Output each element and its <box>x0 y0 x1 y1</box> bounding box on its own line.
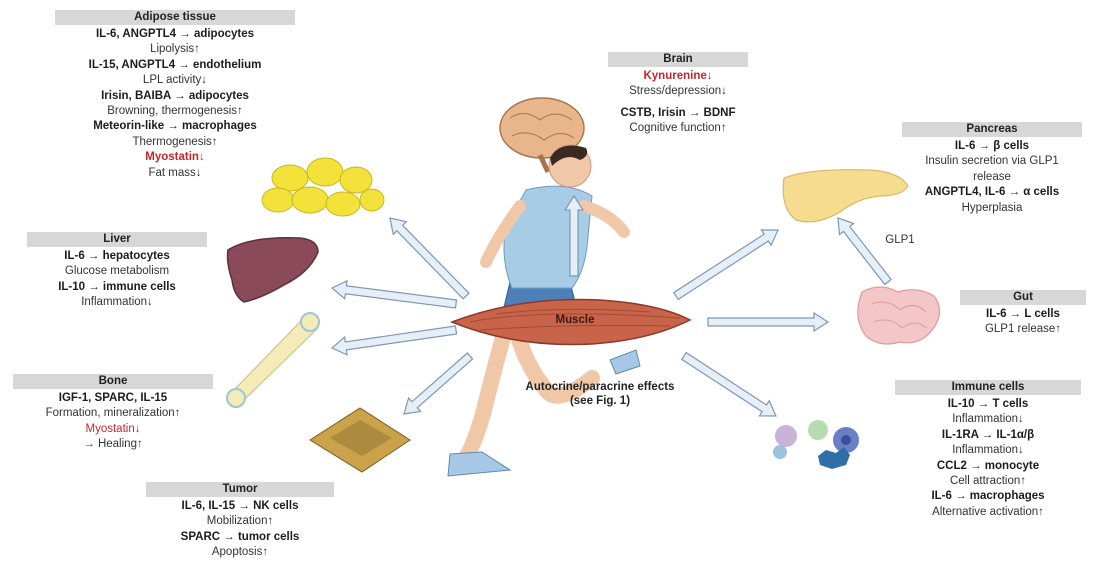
immune-line: Inflammation↓ <box>888 412 1088 427</box>
arrow-gut-to-pancreas <box>838 218 891 285</box>
liver-title: Liver <box>27 232 207 247</box>
brain-panel: Brain Kynurenine↓Stress/depression↓ CSTB,… <box>598 52 758 137</box>
gut-title: Gut <box>960 290 1086 305</box>
tumor-line: Apoptosis↑ <box>140 545 340 560</box>
adipose-line: LPL activity↓ <box>40 73 310 88</box>
bone-line: IGF-1, SPARC, IL-15 <box>6 391 220 406</box>
immune-line: IL-10 → T cells <box>888 397 1088 412</box>
brain-line: CSTB, Irisin → BDNF <box>598 106 758 121</box>
tumor-line: Mobilization↑ <box>140 514 340 529</box>
tumor-line: IL-6, IL-15 → NK cells <box>140 499 340 514</box>
brain-line: Cognitive function↑ <box>598 121 758 136</box>
immune-line: Alternative activation↑ <box>888 505 1088 520</box>
autocrine-label: Autocrine/paracrine effects (see Fig. 1) <box>500 380 700 408</box>
brain-line: Kynurenine↓ <box>598 69 758 84</box>
pancreas-illustration <box>783 170 908 222</box>
arrow-to-liver <box>332 281 457 308</box>
adipose-line: Browning, thermogenesis↑ <box>40 104 310 119</box>
gut-illustration <box>858 287 940 344</box>
glp1-label: GLP1 <box>880 234 920 246</box>
pancreas-line: IL-6 → β cells <box>900 139 1084 154</box>
immune-line: Cell attraction↑ <box>888 474 1088 489</box>
bone-title: Bone <box>13 374 213 389</box>
arrow-to-adipose <box>390 218 469 299</box>
muscle-label: Muscle <box>540 314 610 326</box>
tumor-title: Tumor <box>146 482 334 497</box>
arrow-to-bone <box>332 326 457 355</box>
brain-title: Brain <box>608 52 748 67</box>
immune-line: IL-6 → macrophages <box>888 489 1088 504</box>
adipose-line: IL-6, ANGPTL4 → adipocytes <box>40 27 310 42</box>
gut-line: GLP1 release↑ <box>958 322 1088 337</box>
arrow-to-gut <box>708 313 828 331</box>
liver-illustration <box>228 238 319 302</box>
adipose-line: Irisin, BAIBA → adipocytes <box>40 89 310 104</box>
immune-cells-illustration <box>773 420 859 469</box>
brain-lines: Kynurenine↓Stress/depression↓ CSTB, Irisi… <box>598 69 758 137</box>
pancreas-line: release <box>900 170 1084 185</box>
adipose-title: Adipose tissue <box>55 10 295 25</box>
pancreas-line: Insulin secretion via GLP1 <box>900 154 1084 169</box>
arrow-to-pancreas <box>674 230 778 299</box>
immune-line: CCL2 → monocyte <box>888 459 1088 474</box>
immune-title: Immune cells <box>895 380 1081 395</box>
adipose-line: Thermogenesis↑ <box>40 135 310 150</box>
bone-line: Formation, mineralization↑ <box>6 406 220 421</box>
brain-line: Stress/depression↓ <box>598 84 758 99</box>
tumor-line: SPARC → tumor cells <box>140 530 340 545</box>
liver-line: Glucose metabolism <box>12 264 222 279</box>
arrow-to-tumor <box>404 353 473 414</box>
pancreas-title: Pancreas <box>902 122 1082 137</box>
adipose-line: Meteorin-like → macrophages <box>40 119 310 134</box>
liver-line: IL-10 → immune cells <box>12 280 222 295</box>
liver-line: Inflammation↓ <box>12 295 222 310</box>
autocrine-line2: (see Fig. 1) <box>500 394 700 408</box>
bone-illustration <box>227 313 319 407</box>
bone-line: Myostatin↓ <box>6 422 220 437</box>
liver-line: IL-6 → hepatocytes <box>12 249 222 264</box>
adipose-panel: Adipose tissue IL-6, ANGPTL4 → adipocyte… <box>40 10 310 181</box>
adipose-line: IL-15, ANGPTL4 → endothelium <box>40 58 310 73</box>
immune-line: IL-1RA → IL-1α/β <box>888 428 1088 443</box>
immune-line: Inflammation↓ <box>888 443 1088 458</box>
bone-line: → Healing↑ <box>6 437 220 452</box>
adipose-line: Fat mass↓ <box>40 166 310 181</box>
tumor-illustration <box>310 408 410 472</box>
pancreas-line: ANGPTL4, IL-6 → α cells <box>900 185 1084 200</box>
pancreas-line: Hyperplasia <box>900 201 1084 216</box>
adipose-line: Lipolysis↑ <box>40 42 310 57</box>
adipose-line: Myostatin↓ <box>40 150 310 165</box>
gut-line: IL-6 → L cells <box>958 307 1088 322</box>
autocrine-line1: Autocrine/paracrine effects <box>500 380 700 394</box>
